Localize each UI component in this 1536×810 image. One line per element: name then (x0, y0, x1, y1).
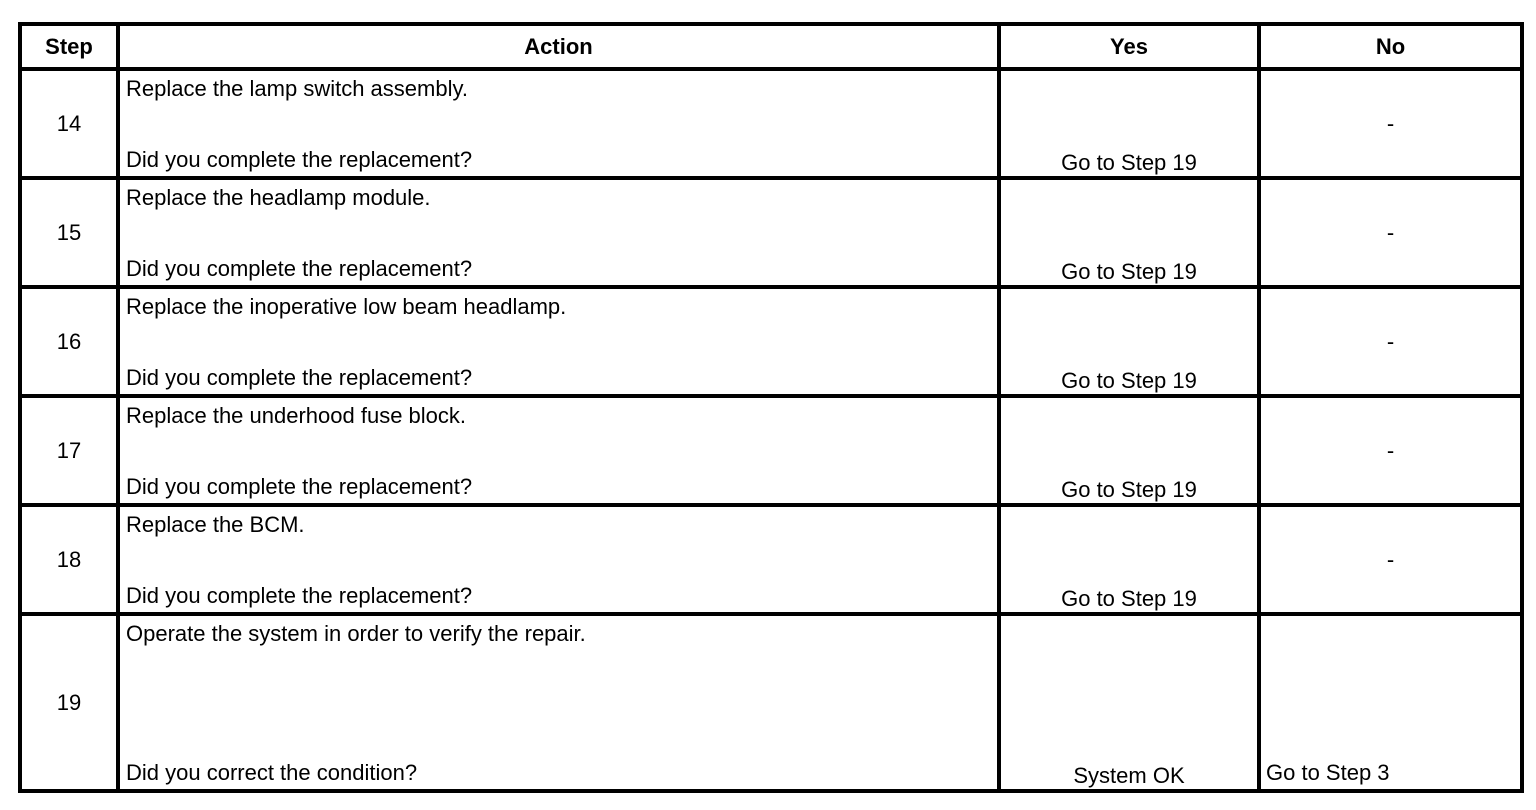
no-result: - (1257, 394, 1524, 507)
step-number: 15 (18, 176, 120, 289)
action-instruction: Replace the lamp switch assembly. (126, 76, 468, 101)
step-number: 17 (18, 394, 120, 507)
yes-result: System OK (997, 612, 1261, 793)
action-cell: Replace the BCM. Did you complete the re… (116, 503, 1001, 616)
table-row: 16 Replace the inoperative low beam head… (18, 285, 1524, 398)
table-row: 15 Replace the headlamp module. Did you … (18, 176, 1524, 289)
action-question: Did you complete the replacement? (126, 147, 473, 172)
no-result: - (1257, 285, 1524, 398)
action-question: Did you complete the replacement? (126, 256, 473, 281)
header-row: Step Action Yes No (18, 22, 1524, 71)
table-row: 17 Replace the underhood fuse block. Did… (18, 394, 1524, 507)
action-cell: Operate the system in order to verify th… (116, 612, 1001, 793)
action-cell: Replace the inoperative low beam headlam… (116, 285, 1001, 398)
action-instruction: Replace the inoperative low beam headlam… (126, 294, 567, 319)
step-number: 19 (18, 612, 120, 793)
action-header: Action (116, 22, 1001, 71)
table-row: 18 Replace the BCM. Did you complete the… (18, 503, 1524, 616)
action-cell: Replace the underhood fuse block. Did yo… (116, 394, 1001, 507)
diagnostic-table: Step Action Yes No 14 Replace the lamp s… (18, 22, 1524, 793)
action-instruction: Replace the BCM. (126, 512, 305, 537)
action-instruction: Operate the system in order to verify th… (126, 621, 586, 646)
no-result: - (1257, 67, 1524, 180)
table-row: 14 Replace the lamp switch assembly. Did… (18, 67, 1524, 180)
action-cell: Replace the lamp switch assembly. Did yo… (116, 67, 1001, 180)
action-question: Did you complete the replacement? (126, 583, 473, 608)
action-cell: Replace the headlamp module. Did you com… (116, 176, 1001, 289)
action-question: Did you correct the condition? (126, 760, 418, 785)
action-instruction: Replace the headlamp module. (126, 185, 431, 210)
no-result: - (1257, 503, 1524, 616)
yes-result: Go to Step 19 (997, 394, 1261, 507)
action-question: Did you complete the replacement? (126, 365, 473, 390)
step-number: 18 (18, 503, 120, 616)
no-header: No (1257, 22, 1524, 71)
yes-result: Go to Step 19 (997, 176, 1261, 289)
action-instruction: Replace the underhood fuse block. (126, 403, 467, 428)
action-question: Did you complete the replacement? (126, 474, 473, 499)
yes-result: Go to Step 19 (997, 503, 1261, 616)
step-number: 14 (18, 67, 120, 180)
step-number: 16 (18, 285, 120, 398)
yes-header: Yes (997, 22, 1261, 71)
no-result: - (1257, 176, 1524, 289)
yes-result: Go to Step 19 (997, 285, 1261, 398)
step-header: Step (18, 22, 120, 71)
yes-result: Go to Step 19 (997, 67, 1261, 180)
no-result: Go to Step 3 (1257, 612, 1524, 793)
table-row: 19 Operate the system in order to verify… (18, 612, 1524, 793)
